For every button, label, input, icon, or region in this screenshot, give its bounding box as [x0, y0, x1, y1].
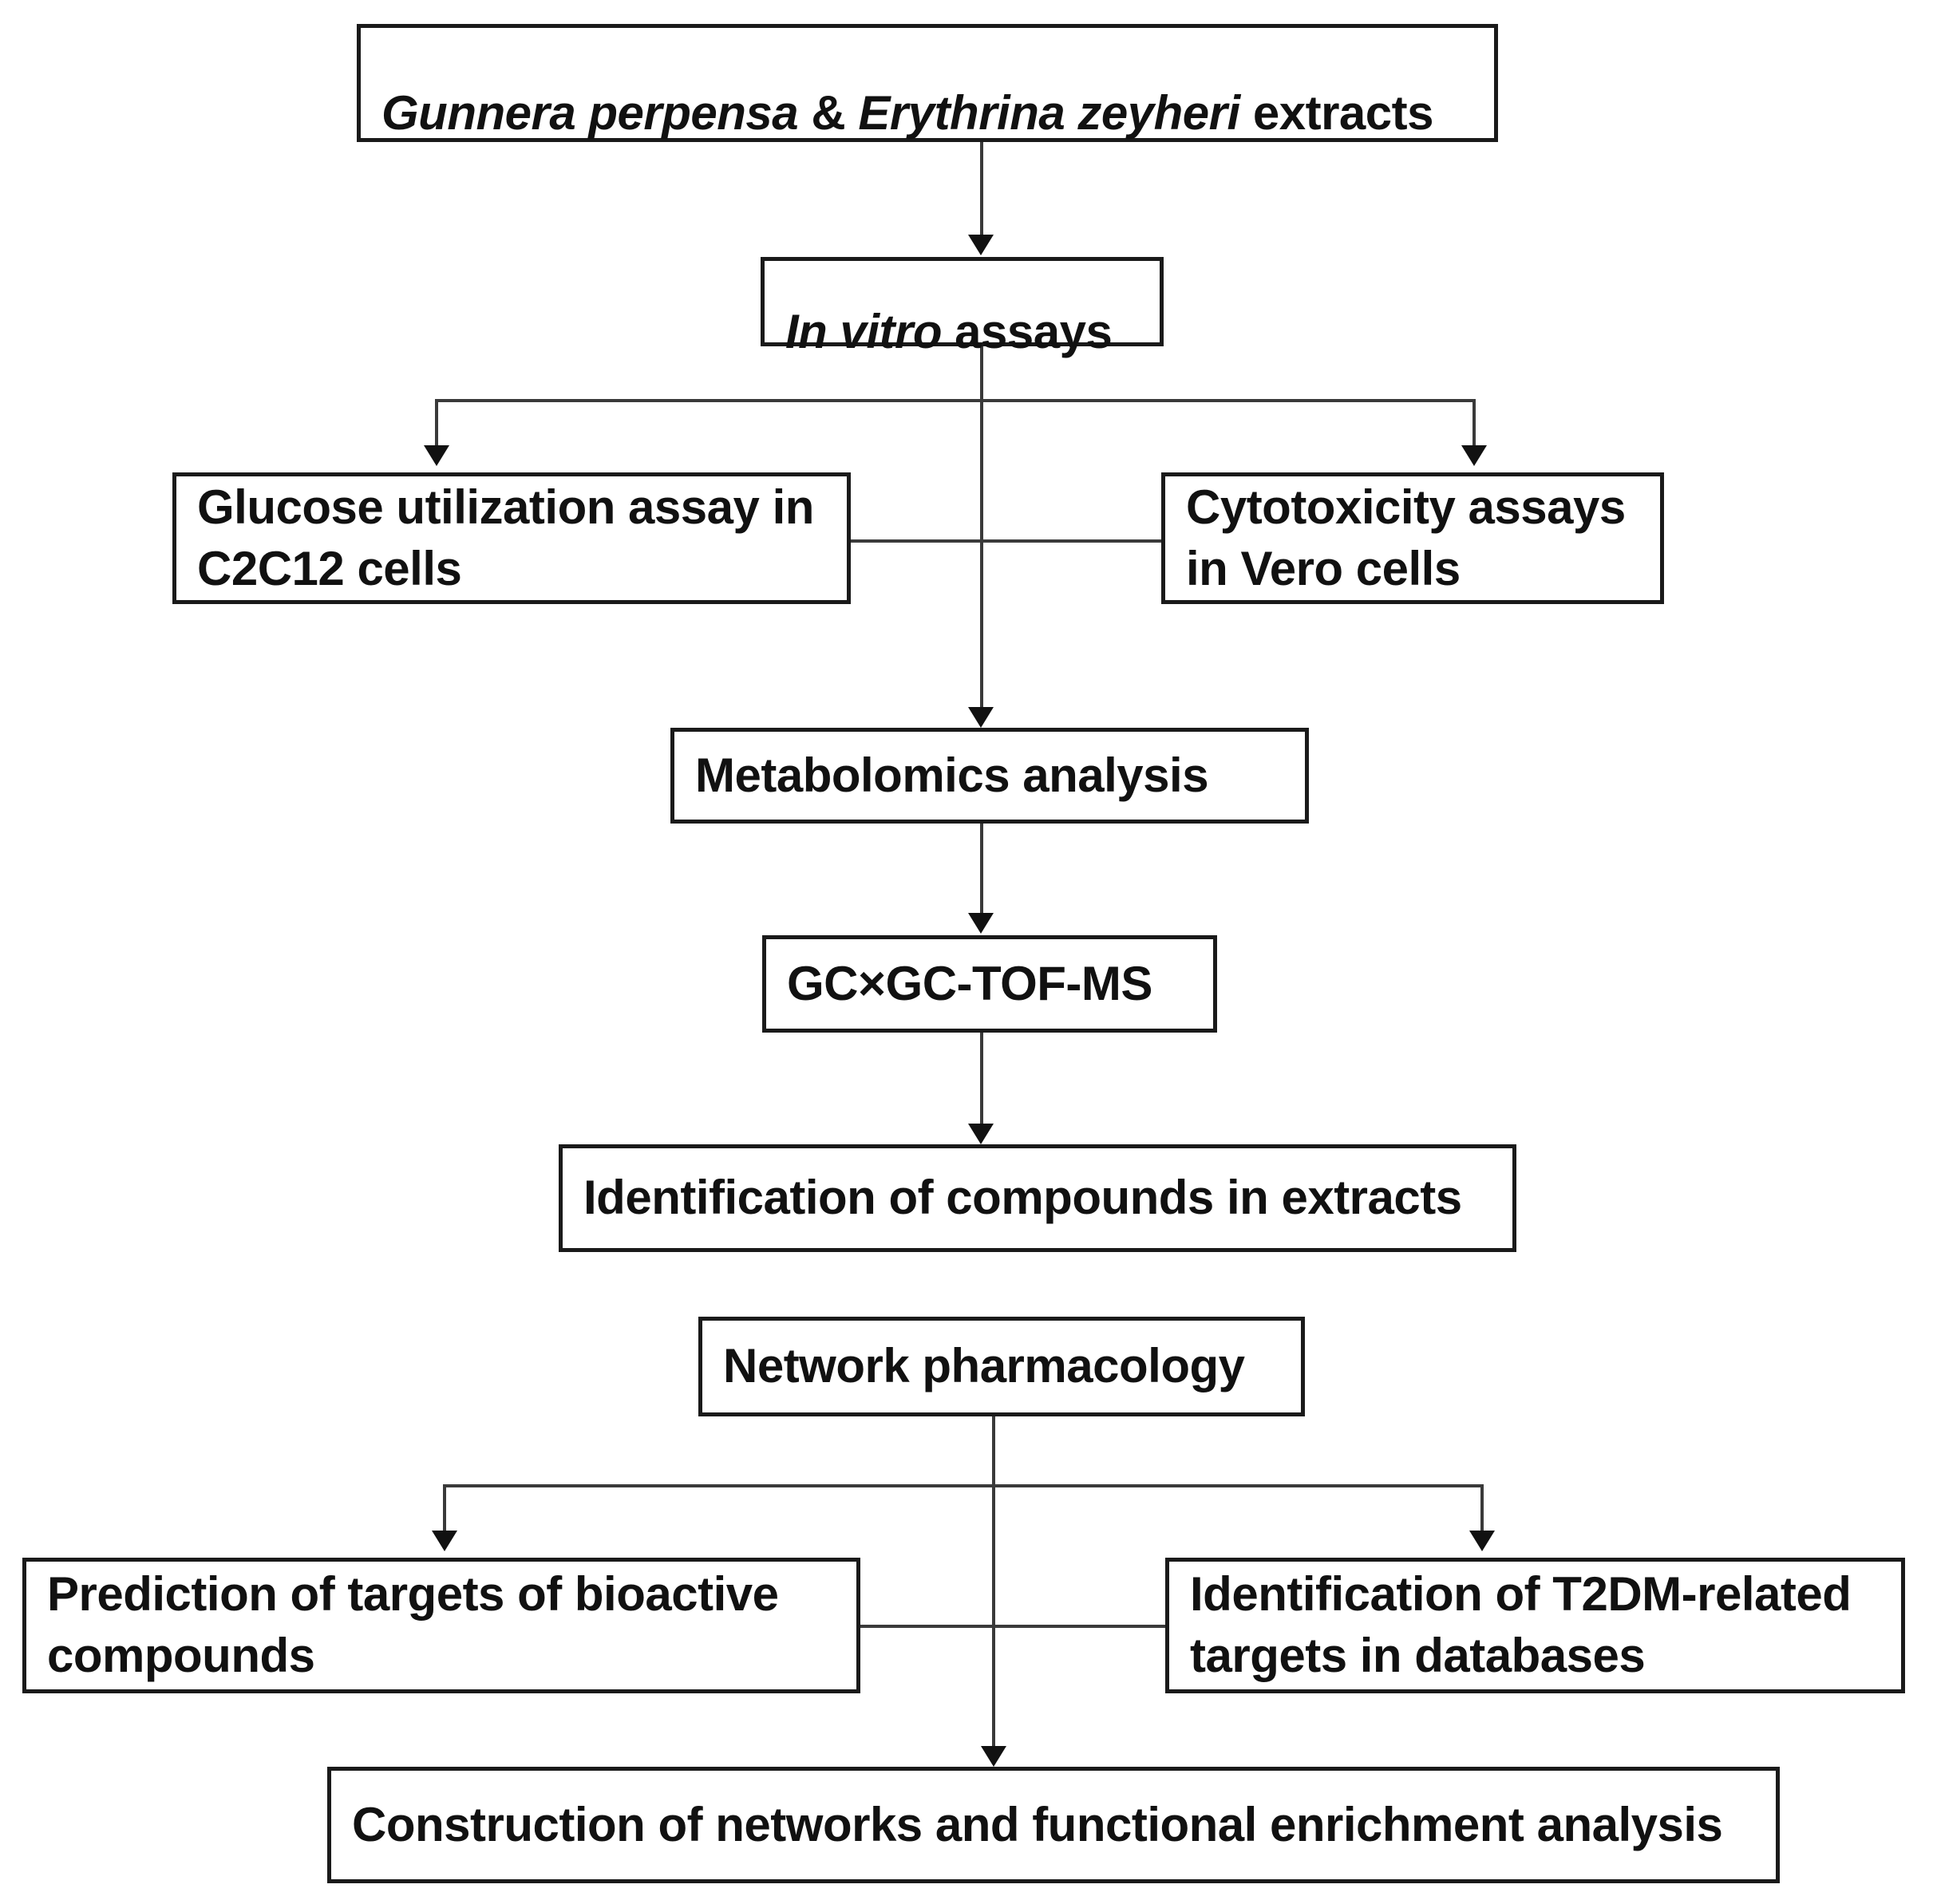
node-glucose-utilization-assay: Glucose utilization assay in C2C12 cells	[172, 472, 851, 604]
species-gunnera-perpensa: Gunnera perpensa	[381, 86, 812, 140]
edge-invitro-spine	[980, 346, 983, 720]
in-vitro-suffix: assays	[942, 305, 1113, 358]
edge-network-pharmacology-spine	[992, 1416, 995, 1760]
arrowhead-invitro-to-cytotoxicity	[1461, 445, 1487, 466]
in-vitro-italic: In vitro	[785, 305, 943, 358]
node-glucose-utilization-assay-label: Glucose utilization assay in C2C12 cells	[197, 480, 814, 595]
node-cytotoxicity-assays-label: Cytotoxicity assays in Vero cells	[1186, 480, 1626, 595]
edge-extracts-to-invitro	[980, 142, 983, 236]
node-cytotoxicity-assays: Cytotoxicity assays in Vero cells	[1161, 472, 1664, 604]
arrowhead-extracts-to-invitro	[968, 235, 994, 255]
node-extracts: Gunnera perpensa & Erythrina zeyheri ext…	[357, 24, 1498, 142]
node-gcxgc-tof-ms-label: GC×GC-TOF-MS	[787, 956, 1152, 1010]
edge-network-branch-bar	[445, 1484, 1482, 1487]
edge-network-branch-left-drop	[443, 1484, 446, 1534]
node-construction-of-networks-label: Construction of networks and functional …	[352, 1797, 1723, 1851]
arrowhead-invitro-to-glucose	[424, 445, 449, 466]
edge-invitro-branch-left-drop	[435, 399, 438, 448]
node-extracts-label: Gunnera perpensa & Erythrina zeyheri ext…	[381, 22, 1434, 144]
arrowhead-metabolomics-to-gcxgc	[968, 913, 994, 934]
arrowhead-network-to-t2dm	[1469, 1531, 1495, 1551]
edge-network-branch-right-drop	[1480, 1484, 1484, 1534]
node-identification-of-compounds-label: Identification of compounds in extracts	[583, 1171, 1462, 1225]
extracts-ampersand: &	[811, 86, 859, 140]
node-construction-of-networks: Construction of networks and functional …	[327, 1767, 1780, 1883]
node-in-vitro-assays: In vitro assays	[761, 257, 1164, 358]
arrowhead-network-to-prediction	[432, 1531, 457, 1551]
node-network-pharmacology-label: Network pharmacology	[723, 1339, 1245, 1393]
node-metabolomics-analysis: Metabolomics analysis	[670, 728, 1309, 824]
node-prediction-of-targets: Prediction of targets of bioactive compo…	[22, 1558, 860, 1693]
node-identification-of-compounds: Identification of compounds in extracts	[559, 1144, 1516, 1252]
node-network-pharmacology: Network pharmacology	[698, 1317, 1305, 1416]
edge-metabolomics-to-gcxgc	[980, 824, 983, 919]
edge-invitro-branch-right-drop	[1472, 399, 1476, 448]
node-in-vitro-assays-label: In vitro assays	[785, 240, 1113, 363]
species-erythrina-zeyheri: Erythrina zeyheri	[858, 86, 1240, 140]
edge-prediction-to-t2dm-link	[860, 1625, 1165, 1628]
edge-invitro-branch-bar	[437, 399, 1474, 402]
node-metabolomics-analysis-label: Metabolomics analysis	[695, 748, 1209, 802]
node-gcxgc-tof-ms: GC×GC-TOF-MS	[762, 935, 1217, 1033]
node-t2dm-related-targets-label: Identification of T2DM-related targets i…	[1190, 1567, 1852, 1682]
arrowhead-gcxgc-to-identification	[968, 1124, 994, 1144]
edge-gcxgc-to-identification	[980, 1033, 983, 1130]
arrowhead-invitro-to-metabolomics	[968, 707, 994, 728]
arrowhead-network-to-construction	[981, 1746, 1006, 1767]
node-t2dm-related-targets: Identification of T2DM-related targets i…	[1165, 1558, 1905, 1693]
edge-glucose-to-cytotoxicity-link	[851, 539, 1161, 543]
node-prediction-of-targets-label: Prediction of targets of bioactive compo…	[47, 1567, 779, 1682]
extracts-suffix: extracts	[1239, 86, 1434, 140]
